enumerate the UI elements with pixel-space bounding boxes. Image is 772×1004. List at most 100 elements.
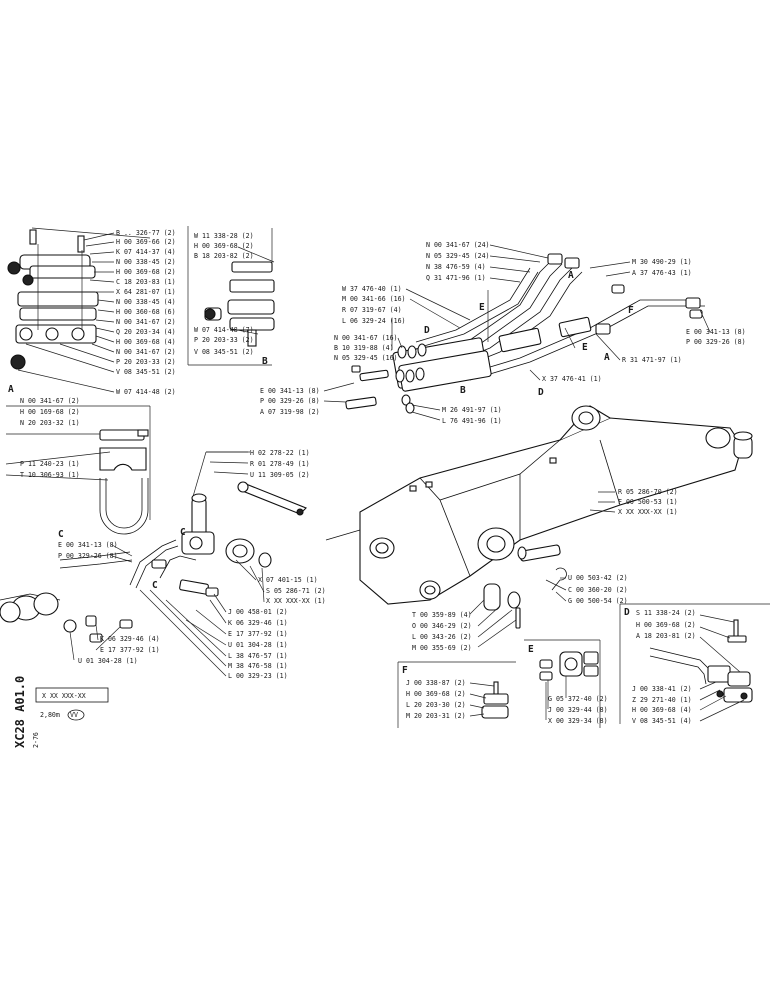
label-rt-2: R 01 278-49 (1) — [250, 460, 310, 468]
section-letter-f: F — [402, 665, 408, 676]
label-pinr-2: C 00 360-20 (2) — [568, 586, 628, 594]
boom-length: 2,80m — [40, 711, 60, 719]
label-a-1: B .. 326-77 (2) — [116, 229, 176, 237]
letter-d-pipes-2: D — [538, 387, 544, 398]
label-c-3: N 20 203-32 (1) — [20, 419, 80, 427]
label-a-15: V 08 345-51 (2) — [116, 368, 176, 376]
label-b-2: H 00 369-68 (2) — [194, 242, 254, 250]
hydraulic-pipes-assembly: E D B D A F E A N 00 341-67 (24) N 05 32… — [260, 241, 746, 425]
label-a-14: P 20 203-33 (2) — [116, 358, 176, 366]
label-rm-5: K 06 329-46 (1) — [228, 619, 288, 627]
label-rt-1: H 02 278-22 (1) — [250, 449, 310, 457]
label-pl-4: L 06 329-24 (16) — [342, 317, 406, 325]
label-d-6: H 00 369-68 (4) — [632, 706, 692, 714]
label-pl-1: W 37 476-40 (1) — [342, 285, 402, 293]
label-prt-1: M 30 490-29 (1) — [632, 258, 692, 266]
label-rm-6: E 17 377-92 (1) — [228, 630, 288, 638]
label-b-3: B 18 203-82 (2) — [194, 252, 254, 260]
label-d-7: V 08 345-51 (4) — [632, 717, 692, 725]
label-pt-3: N 38 476-59 (4) — [426, 263, 486, 271]
label-rt-3: U 11 309-05 (2) — [250, 471, 310, 479]
label-a-7: X 64 281-07 (1) — [116, 288, 176, 296]
label-plo-2: P 00 329-26 (8) — [260, 397, 320, 405]
label-rm-7: U 01 304-28 (1) — [228, 641, 288, 649]
label-px: X 37 476-41 (1) — [542, 375, 602, 383]
label-pinl-3: L 00 343-26 (2) — [412, 633, 472, 641]
label-a-12: H 00 369-68 (4) — [116, 338, 176, 346]
label-boom-1: R 05 286-70 (2) — [618, 488, 678, 496]
label-pl-2: M 00 341-66 (16) — [342, 295, 406, 303]
letter-d-pipes: D — [424, 325, 430, 336]
label-c-1: N 00 341-67 (2) — [20, 397, 80, 405]
section-f-block: F J 00 338-87 (2) H 00 369-68 (2) L 20 2… — [397, 661, 516, 728]
letter-e-pipes-2: E — [582, 342, 588, 353]
label-b-5: P 20 203-33 (2) — [194, 336, 254, 344]
label-pm-1: N 00 341-67 (16) — [334, 334, 398, 342]
label-a-11: Q 20 203-34 (4) — [116, 328, 176, 336]
label-a-5: H 00 369-68 (2) — [116, 268, 176, 276]
label-pinr-1: U 00 503-42 (2) — [568, 574, 628, 582]
label-d-1: S 11 338-24 (2) — [636, 609, 696, 617]
label-e-1: G 05 372-40 (2) — [548, 695, 608, 703]
letter-a-pipes-2: A — [604, 352, 610, 363]
sheet-info: XC28 A01.0 2-76 X XX XXX-XX 2,80m VV — [13, 676, 109, 748]
label-pinl-1: T 00 359-89 (4) — [412, 611, 472, 619]
label-a-8: N 00 338-45 (4) — [116, 298, 176, 306]
label-pl-3: R 07 319-67 (4) — [342, 306, 402, 314]
section-letter-d: D — [624, 607, 630, 618]
section-a-clamp-stack: B .. 326-77 (2) H 00 369-66 (2) K 07 414… — [7, 227, 176, 396]
label-pmm-1: M 26 491-97 (1) — [442, 406, 502, 414]
label-a-13: N 00 341-67 (2) — [116, 348, 176, 356]
label-a-9: H 00 360-68 (6) — [116, 308, 176, 316]
label-pm-3: N 05 329-45 (16) — [334, 354, 398, 362]
label-rm-2: S 05 286-71 (2) — [266, 587, 326, 595]
label-pt-2: N 05 329-45 (24) — [426, 252, 490, 260]
reference-box — [35, 687, 109, 703]
label-a-10: N 00 341-67 (2) — [116, 318, 176, 326]
label-prf-2: P 00 329-26 (8) — [686, 338, 746, 346]
reference-box-text: X XX XXX-XX — [42, 692, 86, 700]
letter-b-pipes: B — [460, 385, 466, 396]
letter-c-ram: C — [152, 580, 158, 591]
label-plo-1: E 00 341-13 (8) — [260, 387, 320, 395]
label-rm-10: L 00 329-23 (1) — [228, 672, 288, 680]
label-b-1: W 11 338-28 (2) — [194, 232, 254, 240]
label-d-3: A 18 203-81 (2) — [636, 632, 696, 640]
section-letter-e: E — [528, 644, 534, 655]
main-boom: R 05 286-70 (2) F 00 500-53 (1) X XX XXX… — [325, 405, 753, 605]
label-f-2: H 00 369-68 (2) — [406, 690, 466, 698]
section-d-block: D S 11 338-24 (2) H 00 369-68 (2) A 18 2… — [619, 603, 770, 725]
letter-c-ram-2: C — [180, 527, 186, 538]
label-e-3: X 00 329-34 (8) — [548, 717, 608, 725]
label-rm-3: X XX XXX-XX (1) — [266, 597, 326, 605]
label-a-16: W 07 414-48 (2) — [116, 388, 176, 396]
label-d-5: Z 29 271-40 (1) — [632, 696, 692, 704]
label-boom-2: F 00 500-53 (1) — [618, 498, 678, 506]
label-rl-1: K 06 329-46 (4) — [100, 635, 160, 643]
boom-marker: VV — [70, 711, 78, 719]
pivot-pins: U 00 503-42 (2) C 00 360-20 (2) G 00 500… — [412, 544, 628, 652]
label-d-4: J 00 338-41 (2) — [632, 685, 692, 693]
label-prt-2: A 37 476-43 (1) — [632, 269, 692, 277]
label-rm-8: L 38 476-57 (1) — [228, 652, 288, 660]
label-rm-1: X 07 401-15 (1) — [258, 576, 318, 584]
label-e-2: J 00 329-44 (8) — [548, 706, 608, 714]
label-c-4: P 11 240-23 (1) — [20, 460, 80, 468]
section-letter-b: B — [262, 356, 268, 367]
section-c-clamp: N 00 341-67 (2) H 00 169-68 (2) N 20 203… — [5, 397, 151, 563]
label-rl-2: E 17 377-92 (1) — [100, 646, 160, 654]
label-b-6: V 08 345-51 (2) — [194, 348, 254, 356]
label-pinl-4: M 00 355-69 (2) — [412, 644, 472, 652]
label-a-4: N 00 338-45 (2) — [116, 258, 176, 266]
section-letter-a: A — [8, 384, 14, 395]
label-c-2: H 00 169-68 (2) — [20, 408, 80, 416]
label-pinl-2: O 00 346-29 (2) — [412, 622, 472, 630]
label-rl-3: U 01 304-28 (1) — [78, 657, 138, 665]
section-letter-c: C — [58, 529, 64, 540]
label-plo-3: A 07 319-98 (2) — [260, 408, 320, 416]
label-rm-9: M 38 476-58 (1) — [228, 662, 288, 670]
label-d-2: H 00 369-68 (2) — [636, 621, 696, 629]
cylinder-ram-assembly: H 02 278-22 (1) R 01 278-49 (1) U 11 309… — [0, 449, 326, 680]
